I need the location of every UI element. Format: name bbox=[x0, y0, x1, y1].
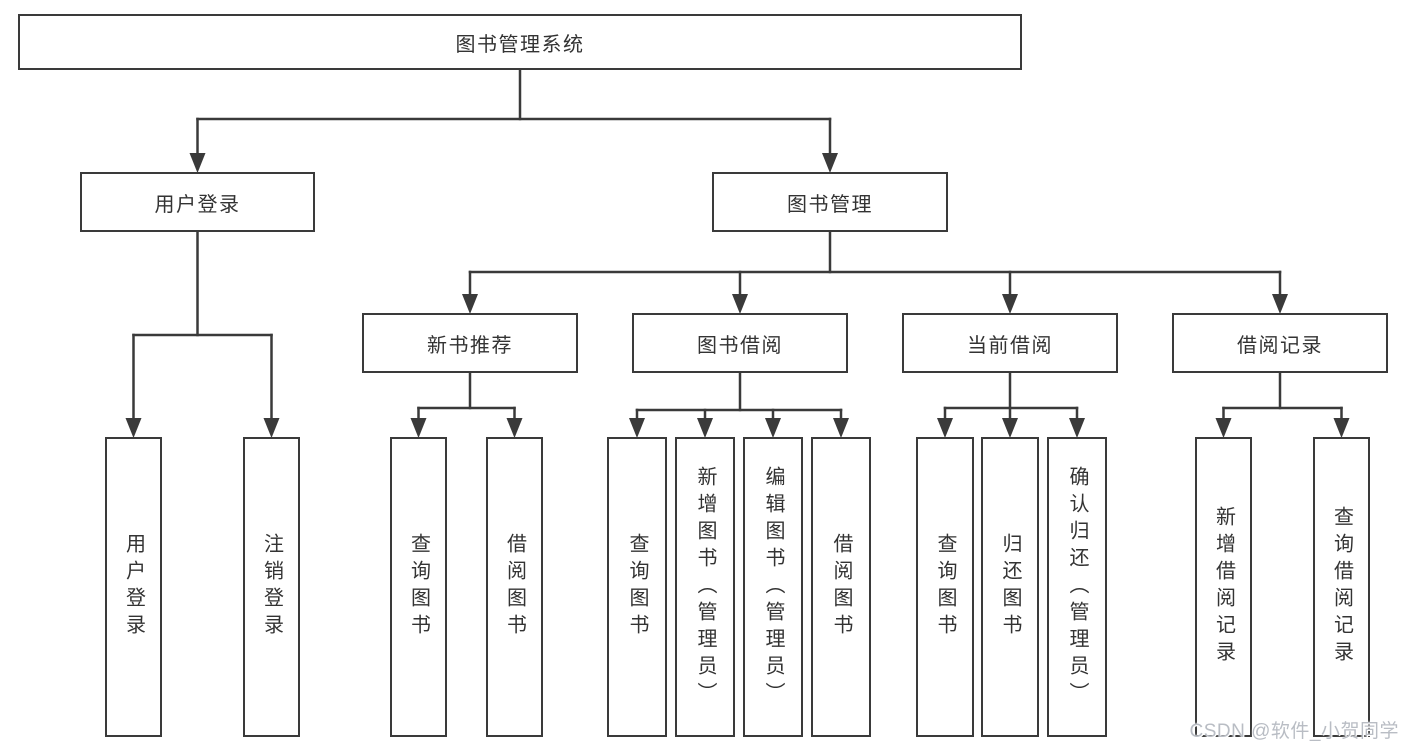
node-leaf-logout: 注销登录 bbox=[243, 437, 300, 737]
node-leaf-rec-query: 查询图书 bbox=[390, 437, 447, 737]
node-label-new-book-rec: 新书推荐 bbox=[427, 334, 513, 357]
node-label-leaf-logout: 注销登录 bbox=[260, 533, 283, 641]
node-leaf-cb-confirm: 确认归还（管理员） bbox=[1047, 437, 1107, 737]
arrowhead-icon bbox=[189, 153, 206, 173]
node-book-borrow: 图书借阅 bbox=[632, 313, 848, 373]
arrowhead-icon bbox=[1215, 418, 1232, 438]
node-label-leaf-rec-query: 查询图书 bbox=[407, 533, 430, 641]
node-label-leaf-user-login: 用户登录 bbox=[122, 533, 145, 641]
arrowhead-icon bbox=[263, 418, 280, 438]
node-label-leaf-bb-add: 新增图书（管理员） bbox=[694, 465, 716, 709]
node-leaf-rec-borrow: 借阅图书 bbox=[486, 437, 543, 737]
arrowhead-icon bbox=[125, 418, 142, 438]
arrowhead-icon bbox=[937, 418, 953, 438]
node-label-leaf-bb-borrow: 借阅图书 bbox=[830, 533, 852, 641]
arrowhead-icon bbox=[1272, 294, 1288, 314]
arrowhead-icon bbox=[822, 153, 838, 173]
arrowhead-icon bbox=[697, 418, 713, 438]
arrowhead-icon bbox=[410, 418, 427, 438]
arrowhead-icon bbox=[462, 294, 478, 314]
arrowhead-icon bbox=[732, 294, 748, 314]
arrowhead-icon bbox=[833, 418, 849, 438]
arrowhead-icon bbox=[1333, 418, 1350, 438]
node-label-leaf-cb-query: 查询图书 bbox=[934, 533, 956, 641]
node-leaf-br-query: 查询借阅记录 bbox=[1313, 437, 1370, 737]
node-leaf-bb-add: 新增图书（管理员） bbox=[675, 437, 735, 737]
node-label-leaf-rec-borrow: 借阅图书 bbox=[503, 533, 526, 641]
node-leaf-user-login: 用户登录 bbox=[105, 437, 162, 737]
node-user-login: 用户登录 bbox=[80, 172, 315, 232]
node-leaf-cb-return: 归还图书 bbox=[981, 437, 1039, 737]
node-label-borrow-records: 借阅记录 bbox=[1237, 334, 1323, 357]
node-label-book-mgmt: 图书管理 bbox=[787, 193, 873, 216]
node-label-leaf-bb-query: 查询图书 bbox=[626, 533, 648, 641]
arrowhead-icon bbox=[506, 418, 523, 438]
node-leaf-bb-edit: 编辑图书（管理员） bbox=[743, 437, 803, 737]
node-label-user-login: 用户登录 bbox=[154, 193, 241, 216]
node-current-borrow: 当前借阅 bbox=[902, 313, 1118, 373]
node-leaf-bb-borrow: 借阅图书 bbox=[811, 437, 871, 737]
node-label-leaf-br-query: 查询借阅记录 bbox=[1330, 506, 1353, 668]
node-new-book-rec: 新书推荐 bbox=[362, 313, 578, 373]
node-borrow-records: 借阅记录 bbox=[1172, 313, 1388, 373]
node-leaf-bb-query: 查询图书 bbox=[607, 437, 667, 737]
node-label-leaf-br-add: 新增借阅记录 bbox=[1212, 506, 1235, 668]
arrowhead-icon bbox=[1069, 418, 1085, 438]
node-label-current-borrow: 当前借阅 bbox=[967, 334, 1053, 357]
node-label-book-borrow: 图书借阅 bbox=[697, 334, 783, 357]
node-label-root: 图书管理系统 bbox=[455, 33, 585, 56]
node-leaf-cb-query: 查询图书 bbox=[916, 437, 974, 737]
node-leaf-br-add: 新增借阅记录 bbox=[1195, 437, 1252, 737]
watermark-text: CSDN @软件_小贺同学 bbox=[1189, 721, 1399, 742]
node-book-mgmt: 图书管理 bbox=[712, 172, 948, 232]
arrowhead-icon bbox=[765, 418, 781, 438]
arrowhead-icon bbox=[629, 418, 645, 438]
arrowhead-icon bbox=[1002, 294, 1018, 314]
node-label-leaf-bb-edit: 编辑图书（管理员） bbox=[762, 465, 784, 709]
node-root: 图书管理系统 bbox=[18, 14, 1022, 70]
node-label-leaf-cb-return: 归还图书 bbox=[999, 533, 1021, 641]
node-label-leaf-cb-confirm: 确认归还（管理员） bbox=[1066, 465, 1088, 709]
arrowhead-icon bbox=[1002, 418, 1018, 438]
